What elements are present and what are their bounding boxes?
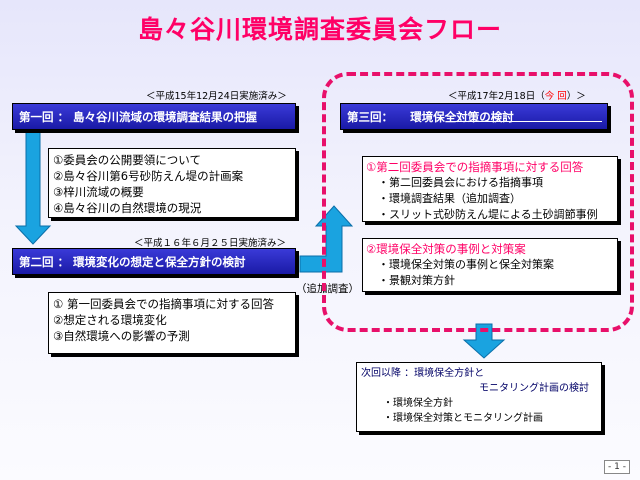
current-meeting-frame bbox=[322, 72, 634, 332]
next-line1: 次回以降 ：環境保全方針と bbox=[361, 368, 485, 379]
list-item: ・スリット式砂防えん堤による土砂調節事例 bbox=[378, 208, 598, 221]
list-item: ・環境保全対策の事例と保全対策案 bbox=[378, 258, 554, 271]
list-item: ・環境調査結果（追加調査） bbox=[378, 192, 521, 205]
list-item: ・環境保全対策とモニタリング計画 bbox=[383, 413, 543, 424]
meeting3-section2: ②環境保全対策の事例と対策案 ・環境保全対策の事例と保全対策案 ・景観対策方針 bbox=[362, 238, 618, 292]
list-item: ①委員会の公開要領について bbox=[53, 153, 201, 167]
meeting3-section1: ①第二回委員会での指摘事項に対する回答 ・第二回委員会における指摘事項 ・環境調… bbox=[362, 156, 618, 222]
arrow-down-3-to-next bbox=[462, 323, 506, 359]
list-item: ・環境保全方針 bbox=[383, 398, 453, 409]
page-title: 島々谷川環境調査委員会フロー bbox=[137, 15, 502, 44]
list-item: ・景観対策方針 bbox=[378, 274, 455, 287]
meeting2-agenda: ① 第一回委員会での指摘事項に対する回答 ②想定される環境変化 ③自然環境への影… bbox=[48, 292, 296, 354]
section1-heading: ①第二回委員会での指摘事項に対する回答 bbox=[366, 160, 584, 174]
section2-heading: ②環境保全対策の事例と対策案 bbox=[366, 242, 526, 256]
meeting2-header: 第二回 ： 環境変化の想定と保全方針の検討 bbox=[12, 248, 296, 275]
meeting3-date-note: ＜平成17年2月18日（今 回）＞ bbox=[448, 91, 586, 102]
list-item: ②島々谷川第6号砂防えん堤の計画案 bbox=[53, 169, 244, 183]
list-item: ③梓川流域の概要 bbox=[53, 185, 144, 199]
current-marker: 今 回 bbox=[544, 91, 567, 102]
meeting2-date-note: ＜平成１６年６月２５日実施済み＞ bbox=[134, 238, 287, 249]
next-line2: モニタリング計画の検討 bbox=[479, 383, 589, 394]
list-item: ・第二回委員会における指摘事項 bbox=[378, 176, 543, 189]
meeting3-header: 第三回： 環境保全対策の検討 bbox=[340, 103, 608, 130]
list-item: ① 第一回委員会での指摘事項に対する回答 bbox=[53, 297, 274, 311]
arrow-down-1-to-2 bbox=[14, 125, 52, 245]
additional-survey-label: （追加調査） bbox=[296, 283, 359, 295]
page-number: - 1 - bbox=[604, 460, 630, 474]
list-item: ④島々谷川の自然環境の現況 bbox=[53, 201, 202, 215]
header-underline bbox=[454, 121, 602, 122]
arrow-2-to-3 bbox=[299, 205, 354, 273]
list-item: ③自然環境への影響の予測 bbox=[53, 329, 190, 343]
meeting1-agenda: ①委員会の公開要領について ②島々谷川第6号砂防えん堤の計画案 ③梓川流域の概要… bbox=[48, 148, 296, 218]
meeting1-header: 第一回 ： 島々谷川流域の環境調査結果の把握 bbox=[12, 103, 296, 130]
meeting1-date-note: ＜平成15年12月24日実施済み＞ bbox=[146, 91, 287, 102]
list-item: ②想定される環境変化 bbox=[53, 313, 167, 327]
next-meetings-box: 次回以降 ：環境保全方針と モニタリング計画の検討 ・環境保全方針 ・環境保全対… bbox=[356, 362, 602, 432]
